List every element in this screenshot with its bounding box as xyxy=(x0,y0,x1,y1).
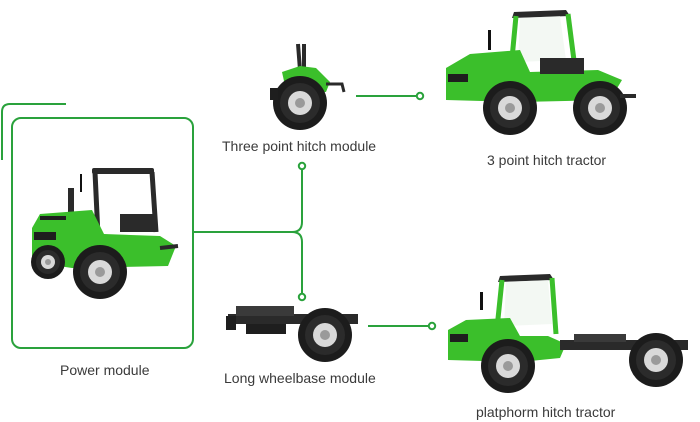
three-point-hitch-tractor-label: 3 point hitch tractor xyxy=(487,152,607,168)
power-module-tractor-icon xyxy=(31,168,179,299)
three-point-hitch-module-label: Three point hitch module xyxy=(222,138,377,154)
three-point-hitch-tractor-icon xyxy=(446,10,636,135)
power-module-label: Power module xyxy=(60,362,150,378)
connector-dots xyxy=(297,91,437,331)
three-point-hitch-module-icon xyxy=(270,43,346,130)
platform-hitch-tractor-label: platphorm hitch tractor xyxy=(476,404,616,420)
connector-lines xyxy=(193,95,430,327)
long-wheelbase-module-icon xyxy=(226,306,358,362)
platform-hitch-tractor-icon xyxy=(448,274,688,393)
long-wheelbase-module-label: Long wheelbase module xyxy=(224,370,376,386)
